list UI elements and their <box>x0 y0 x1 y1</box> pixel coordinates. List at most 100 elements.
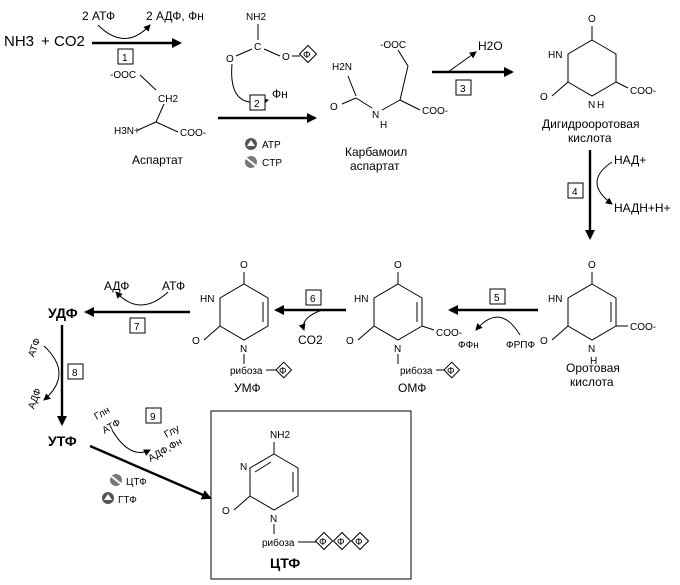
step2-box <box>249 94 266 111</box>
ump-name: УМФ <box>234 381 261 395</box>
carbamoyl-aspartate-line1: Карбамоил <box>345 145 407 159</box>
svg-text:C: C <box>254 42 261 53</box>
step9-inhibitor: ЦТФ <box>126 477 147 488</box>
svg-text:Ф: Ф <box>303 50 311 61</box>
carbamoyl-aspartate-line2: аспартат <box>350 159 400 173</box>
step3-number: 3 <box>460 84 466 95</box>
aspartate-name: Аспартат <box>132 153 183 167</box>
svg-text:NH2: NH2 <box>270 430 290 441</box>
step8-box <box>67 363 84 380</box>
svg-text:O: O <box>540 92 548 103</box>
step2-inhibitor: CTP <box>262 158 282 169</box>
svg-text:N: N <box>240 462 247 473</box>
step7-input: АТФ <box>162 279 185 293</box>
nh3-label: NH3 <box>4 33 34 50</box>
svg-text:N: N <box>588 100 595 111</box>
svg-text:-OOC: -OOC <box>380 40 406 51</box>
svg-text:O: O <box>192 336 200 347</box>
step2-number: 2 <box>254 99 260 110</box>
orotate-line2: кислота <box>570 375 614 389</box>
carbamoyl-aspartate-structure: -OOC H2N O N H COO- <box>330 40 448 131</box>
svg-text:O: O <box>282 52 290 63</box>
svg-text:COO-: COO- <box>630 86 656 97</box>
step1-output: 2 АДФ, Фн <box>146 9 204 23</box>
step2-activator: ATP <box>262 140 281 151</box>
svg-text:O: O <box>394 260 402 271</box>
svg-text:H3N+: H3N+ <box>114 126 140 137</box>
svg-text:O: O <box>588 14 596 25</box>
step7-box <box>129 317 146 334</box>
step7-side-arrow <box>115 291 169 306</box>
svg-text:CH2: CH2 <box>158 94 178 105</box>
svg-text:HN: HN <box>548 50 562 61</box>
svg-text:Ф: Ф <box>279 366 287 377</box>
dihydroorotate-line1: Дигидрооротовая <box>542 117 639 131</box>
step3-output: H2O <box>478 39 503 53</box>
step8-side-arrow <box>43 345 60 401</box>
svg-text:COO-: COO- <box>180 128 206 139</box>
step7-number: 7 <box>134 322 140 333</box>
svg-text:COO-: COO- <box>422 106 448 117</box>
step5-input: ФРПФ <box>506 340 535 351</box>
svg-text:N: N <box>240 344 247 355</box>
step9-side-arrow <box>111 429 151 456</box>
step9-input-atp: АТФ <box>101 417 124 436</box>
co2-label: CO2 <box>54 33 85 50</box>
step9-output-adp: АДФ,Фн <box>147 437 185 465</box>
svg-text:Ф: Ф <box>355 537 363 548</box>
aspartate-structure: -OOC CH2 H3N+ COO- <box>110 70 206 139</box>
step9-input-gln: Глн <box>93 405 113 423</box>
svg-text:H: H <box>590 356 597 367</box>
svg-text:O: O <box>330 102 338 113</box>
dihydroorotate-structure: O HN O N H COO- <box>540 14 656 111</box>
step1-input: 2 АТФ <box>82 9 115 23</box>
step4-input: НАД+ <box>614 153 646 167</box>
svg-text:рибоза: рибоза <box>400 365 433 377</box>
step1-number: 1 <box>122 53 128 64</box>
step6-side-arrow <box>298 309 323 331</box>
step8-output: АДФ <box>26 387 44 411</box>
ctp-name: ЦТФ <box>270 555 300 571</box>
step4-number: 4 <box>572 187 578 198</box>
step5-number: 5 <box>494 293 500 304</box>
step4-output: НАДН+Н+ <box>614 201 671 215</box>
svg-text:Ф: Ф <box>319 537 327 548</box>
utp-name: УТФ <box>48 433 77 449</box>
svg-text:рибоза: рибоза <box>262 537 295 549</box>
svg-text:O: O <box>346 336 354 347</box>
svg-text:HN: HN <box>354 294 368 305</box>
omp-structure: O HN O N COO- рибоза Ф <box>346 260 462 379</box>
svg-text:N: N <box>588 344 595 355</box>
step5-side-arrow <box>475 316 521 336</box>
step1-box <box>117 48 134 65</box>
svg-text:-OOC: -OOC <box>110 70 136 81</box>
step5-output: ФФн <box>458 340 479 351</box>
udp-name: УДФ <box>48 305 78 321</box>
svg-text:O: O <box>226 54 234 65</box>
step6-box <box>305 289 322 306</box>
svg-text:рибоза: рибоза <box>230 365 263 377</box>
step8-input: АТФ <box>26 336 43 358</box>
orotate-structure: O HN O N H COO- <box>540 260 656 367</box>
step5-box <box>489 288 506 305</box>
step3-side-arrow <box>447 51 477 73</box>
step2-output: Фн <box>272 87 288 101</box>
svg-text:Ф: Ф <box>447 366 455 377</box>
svg-text:NH2: NH2 <box>246 12 266 23</box>
orotate-line1: Оротовая <box>566 361 620 375</box>
step7-output: АДФ <box>104 279 129 293</box>
step6-number: 6 <box>310 294 316 305</box>
svg-text:COO-: COO- <box>436 328 462 339</box>
step4-box <box>567 182 584 199</box>
svg-text:N: N <box>394 344 401 355</box>
svg-text:N: N <box>270 514 277 525</box>
svg-text:Ф: Ф <box>337 537 345 548</box>
ctp-frame <box>210 410 412 580</box>
svg-text:COO-: COO- <box>630 322 656 333</box>
svg-text:H2N: H2N <box>332 62 352 73</box>
ctp-structure: NH2 N O N рибоза Ф Ф Ф <box>222 430 370 551</box>
svg-text:H: H <box>597 100 604 111</box>
step9-arrow <box>89 444 212 500</box>
carbamoyl-phosphate-structure: NH2 C O O Ф <box>226 12 318 65</box>
